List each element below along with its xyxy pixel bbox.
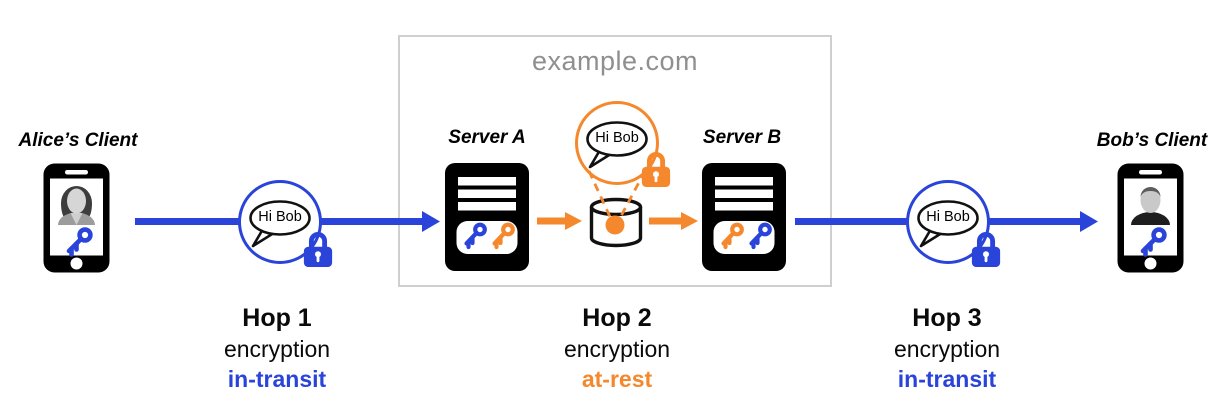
hop3-mode: in-transit (897, 366, 997, 392)
hop1-subtitle: encryption (223, 336, 331, 362)
server-b-label: Server B (702, 127, 782, 148)
woman-avatar-icon (58, 186, 95, 225)
blue-key-icon (749, 222, 772, 250)
message-text: Hi Bob (595, 130, 639, 146)
server-a-label: Server A (448, 127, 526, 148)
speech-bubble-icon (586, 121, 648, 169)
bob-client-label: Bob’s Client (1096, 130, 1208, 151)
hop2-message-bubble: Hi Bob (575, 101, 671, 188)
message-text: Hi Bob (258, 209, 302, 225)
message-text: Hi Bob (926, 209, 970, 225)
blue-key-icon (1140, 227, 1167, 257)
padlock-icon (641, 151, 671, 188)
man-avatar-icon (1131, 187, 1170, 225)
orange-key-icon (721, 222, 744, 250)
bob-smartphone-icon (1117, 163, 1184, 273)
hop2-mode: at-rest (581, 366, 653, 392)
server-b-icon (702, 163, 786, 271)
speech-bubble-icon (917, 200, 979, 248)
server-a-icon (445, 163, 529, 271)
hop1-title: Hop 1 (242, 304, 312, 332)
database-icon (589, 197, 643, 248)
orange-key-icon (492, 222, 515, 250)
hop1-mode: in-transit (227, 366, 327, 392)
hop3-caption: Hop 3 encryption in-transit (894, 303, 1000, 394)
hop2-subtitle: encryption (563, 336, 671, 362)
blue-key-icon (464, 222, 487, 250)
blue-key-icon (66, 227, 93, 257)
hop3-subtitle: encryption (893, 336, 1001, 362)
padlock-icon (971, 231, 1001, 268)
domain-title: example.com (531, 46, 699, 76)
hop3-title: Hop 3 (912, 304, 982, 332)
hop3-message-bubble: Hi Bob (906, 180, 1001, 268)
speech-bubble-icon (249, 200, 311, 248)
hop1-message-bubble: Hi Bob (238, 180, 333, 268)
alice-smartphone-icon (43, 163, 110, 273)
hop1-caption: Hop 1 encryption in-transit (224, 303, 330, 394)
alice-client-label: Alice’s Client (18, 130, 138, 151)
padlock-icon (303, 231, 333, 268)
hop2-title: Hop 2 (582, 304, 652, 332)
hop2-caption: Hop 2 encryption at-rest (564, 303, 670, 394)
